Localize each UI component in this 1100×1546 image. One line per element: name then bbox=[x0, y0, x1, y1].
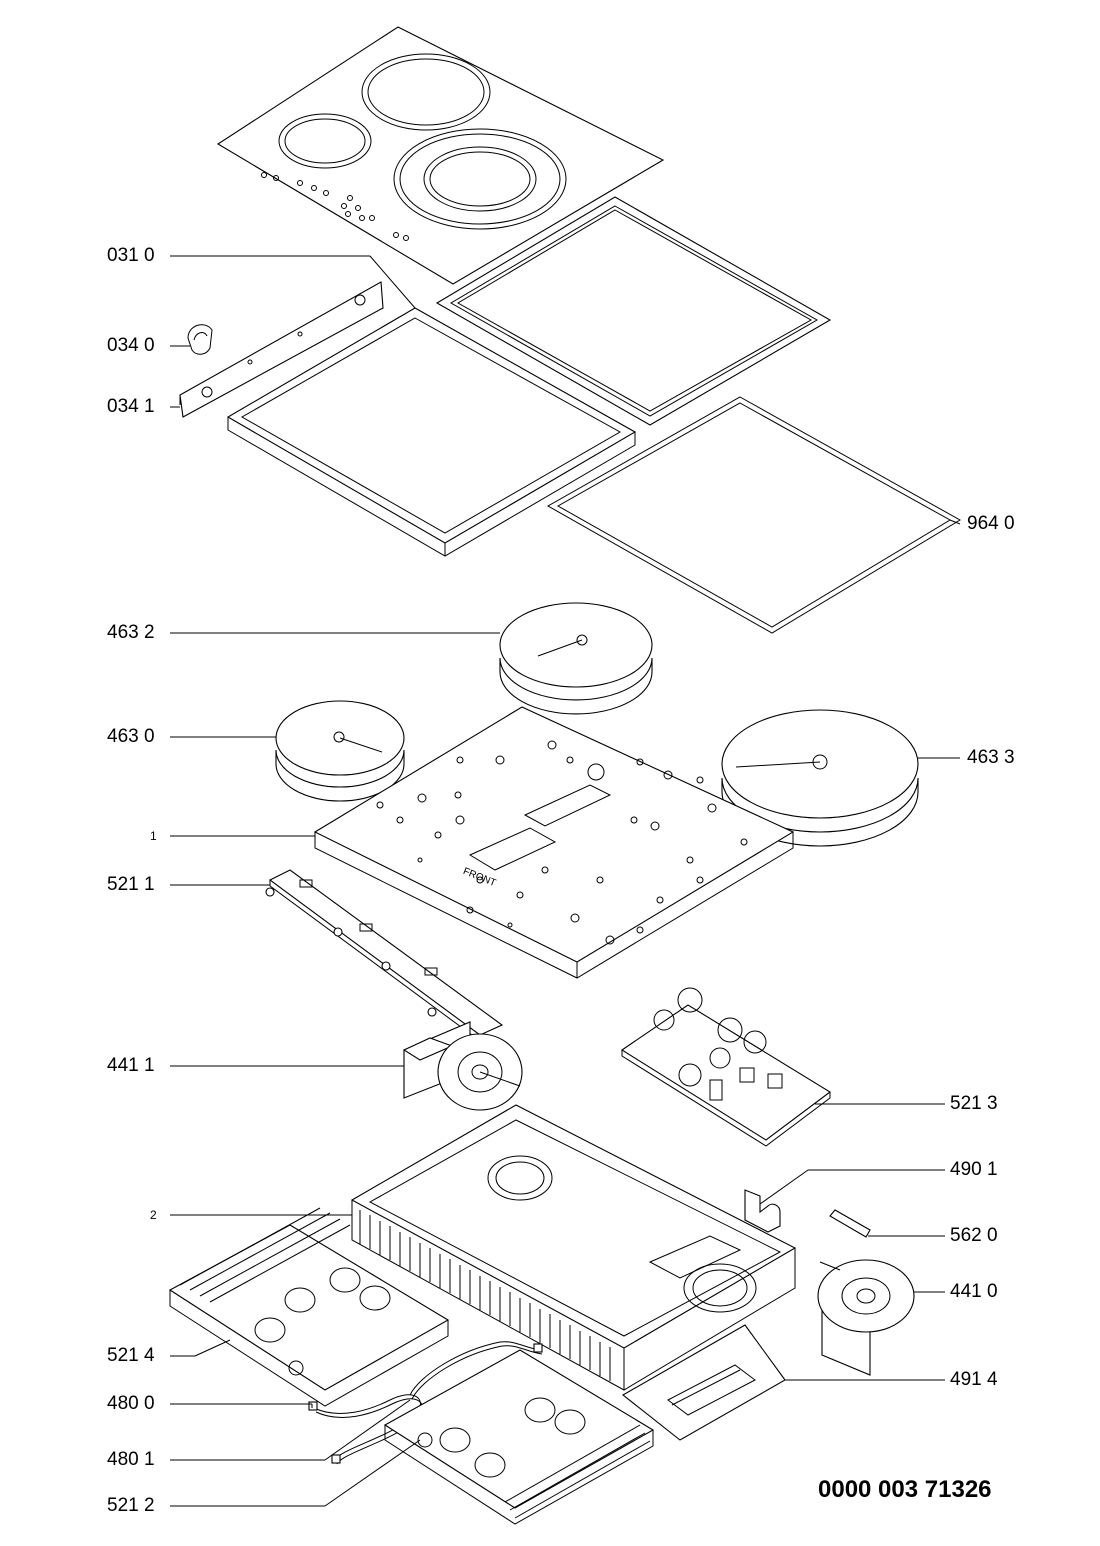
cable-480-0 bbox=[308, 1394, 423, 1465]
induction-coil-463-2 bbox=[499, 602, 653, 715]
power-board-521-4 bbox=[168, 1207, 450, 1407]
callout-490-1: 490 1 bbox=[950, 1159, 998, 1180]
callout-964-0: 964 0 bbox=[967, 513, 1015, 534]
sealing-gasket bbox=[546, 396, 961, 634]
callout-034-0: 034 0 bbox=[107, 335, 155, 356]
callout-2: 2 bbox=[150, 1208, 157, 1222]
callout-521-1: 521 1 bbox=[107, 874, 155, 895]
power-board-521-3 bbox=[620, 987, 831, 1147]
callout-441-0: 441 0 bbox=[950, 1281, 998, 1302]
callout-1: 1 bbox=[150, 829, 157, 843]
callout-441-1: 441 1 bbox=[107, 1055, 155, 1076]
holder-490-1 bbox=[744, 1189, 781, 1233]
callout-521-2: 521 2 bbox=[107, 1495, 155, 1516]
fuse-562-0 bbox=[829, 1209, 871, 1238]
bracket-clip bbox=[187, 324, 213, 355]
touch-control-markers bbox=[261, 172, 409, 241]
support-plate bbox=[313, 706, 795, 979]
power-board-521-2 bbox=[383, 1349, 655, 1525]
callout-562-0: 562 0 bbox=[950, 1225, 998, 1246]
callout-031-0: 031 0 bbox=[107, 245, 155, 266]
callout-491-4: 491 4 bbox=[950, 1369, 998, 1390]
induction-coil-463-0 bbox=[275, 700, 405, 802]
document-number: 0000 003 71326 bbox=[818, 1476, 992, 1503]
cable-480-1 bbox=[409, 1341, 543, 1400]
housing-fins bbox=[359, 1210, 611, 1381]
callout-463-2: 463 2 bbox=[107, 622, 155, 643]
outer-frame bbox=[226, 307, 637, 557]
callout-521-3: 521 3 bbox=[950, 1093, 998, 1114]
callout-463-3: 463 3 bbox=[967, 747, 1015, 768]
control-bracket bbox=[179, 281, 384, 418]
cooling-fan-441-1 bbox=[402, 1021, 523, 1111]
control-board-strip bbox=[265, 869, 504, 1045]
plate-holes bbox=[376, 740, 748, 945]
cooling-fan-441-0 bbox=[817, 1259, 915, 1376]
callout-034-1: 034 1 bbox=[107, 396, 155, 417]
callout-480-0: 480 0 bbox=[107, 1393, 155, 1414]
callout-463-0: 463 0 bbox=[107, 726, 155, 747]
lower-housing bbox=[350, 1104, 797, 1391]
leader-lines bbox=[170, 255, 961, 1507]
callout-521-4: 521 4 bbox=[107, 1345, 155, 1366]
glass-ceramic-top bbox=[216, 26, 665, 285]
callout-480-1: 480 1 bbox=[107, 1449, 155, 1470]
frame-gasket bbox=[435, 196, 832, 426]
